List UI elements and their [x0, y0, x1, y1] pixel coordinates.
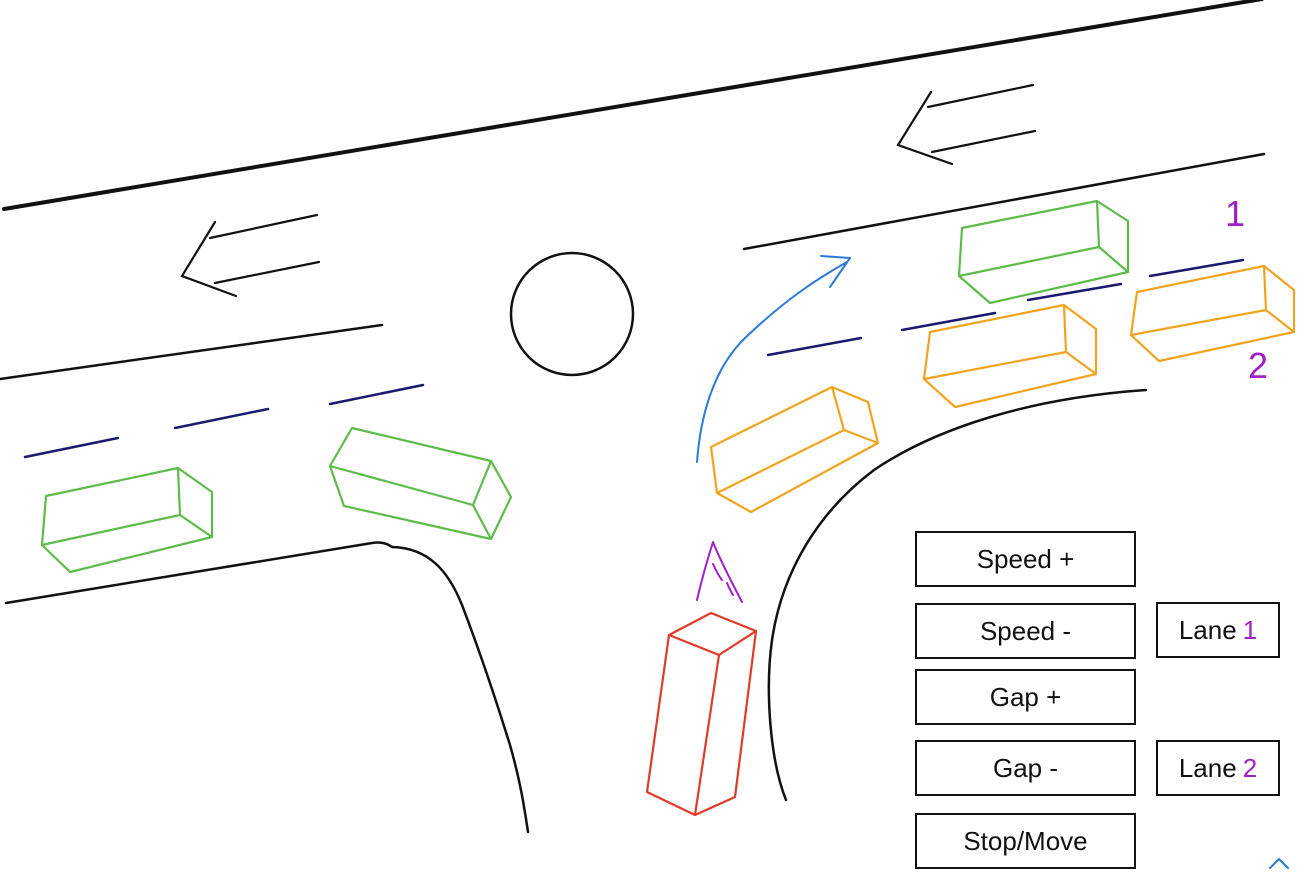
median-right-line — [742, 152, 1266, 251]
lane-dash — [766, 336, 863, 357]
stop-move-button[interactable]: Stop/Move — [915, 813, 1136, 869]
merge-path-arrow — [696, 255, 851, 463]
lane-dash — [900, 311, 997, 332]
lane-2-button-number: 2 — [1242, 752, 1258, 783]
lane-dash — [23, 436, 120, 459]
gap-plus-label: Gap + — [989, 681, 1062, 712]
car-red — [645, 611, 758, 817]
road-bottom-left-edge — [4, 541, 394, 605]
car-green — [328, 426, 513, 541]
lane-1-button-word: Lane — [1178, 614, 1237, 645]
car-orange — [922, 303, 1098, 409]
round-obstacle — [509, 251, 635, 377]
lane-2-label: 2 — [1248, 345, 1268, 386]
speed-minus-label: Speed - — [979, 615, 1072, 646]
speed-minus-button[interactable]: Speed - — [915, 603, 1136, 659]
chevron-up-icon — [696, 541, 743, 603]
car-green — [957, 199, 1130, 305]
lane-dash — [173, 407, 270, 430]
lane-1-button-number: 1 — [1242, 614, 1258, 645]
road-edges — [0, 0, 1266, 834]
gap-plus-button[interactable]: Gap + — [915, 669, 1136, 725]
lane-2-button-word: Lane — [1178, 752, 1237, 783]
chevron-up-icon[interactable] — [1266, 854, 1292, 872]
lane-dash — [328, 383, 425, 406]
left-curb-curve — [390, 545, 530, 834]
car-orange — [709, 385, 880, 514]
lane-dividers — [23, 258, 1245, 459]
median-left-line — [0, 323, 384, 381]
lane-dash — [1026, 282, 1123, 302]
right-curb-curve — [767, 388, 1148, 802]
lane-dash — [1148, 258, 1245, 278]
car-green — [40, 466, 214, 574]
chevron-up-icon-glyph — [1269, 858, 1289, 869]
gap-minus-button[interactable]: Gap - — [915, 740, 1136, 796]
gap-minus-label: Gap - — [992, 752, 1059, 783]
lane-2-button[interactable]: Lane 2 — [1156, 740, 1280, 796]
stop-move-label: Stop/Move — [963, 825, 1088, 856]
speed-plus-button[interactable]: Speed + — [915, 531, 1136, 587]
car-orange — [1129, 264, 1296, 363]
speed-plus-label: Speed + — [976, 543, 1075, 574]
road-top-edge — [2, 0, 1264, 211]
left-arrow-icon — [180, 213, 321, 298]
left-arrow-icon — [896, 83, 1037, 166]
lane-1-button[interactable]: Lane 1 — [1156, 602, 1280, 658]
lane-1-label: 1 — [1225, 193, 1245, 234]
